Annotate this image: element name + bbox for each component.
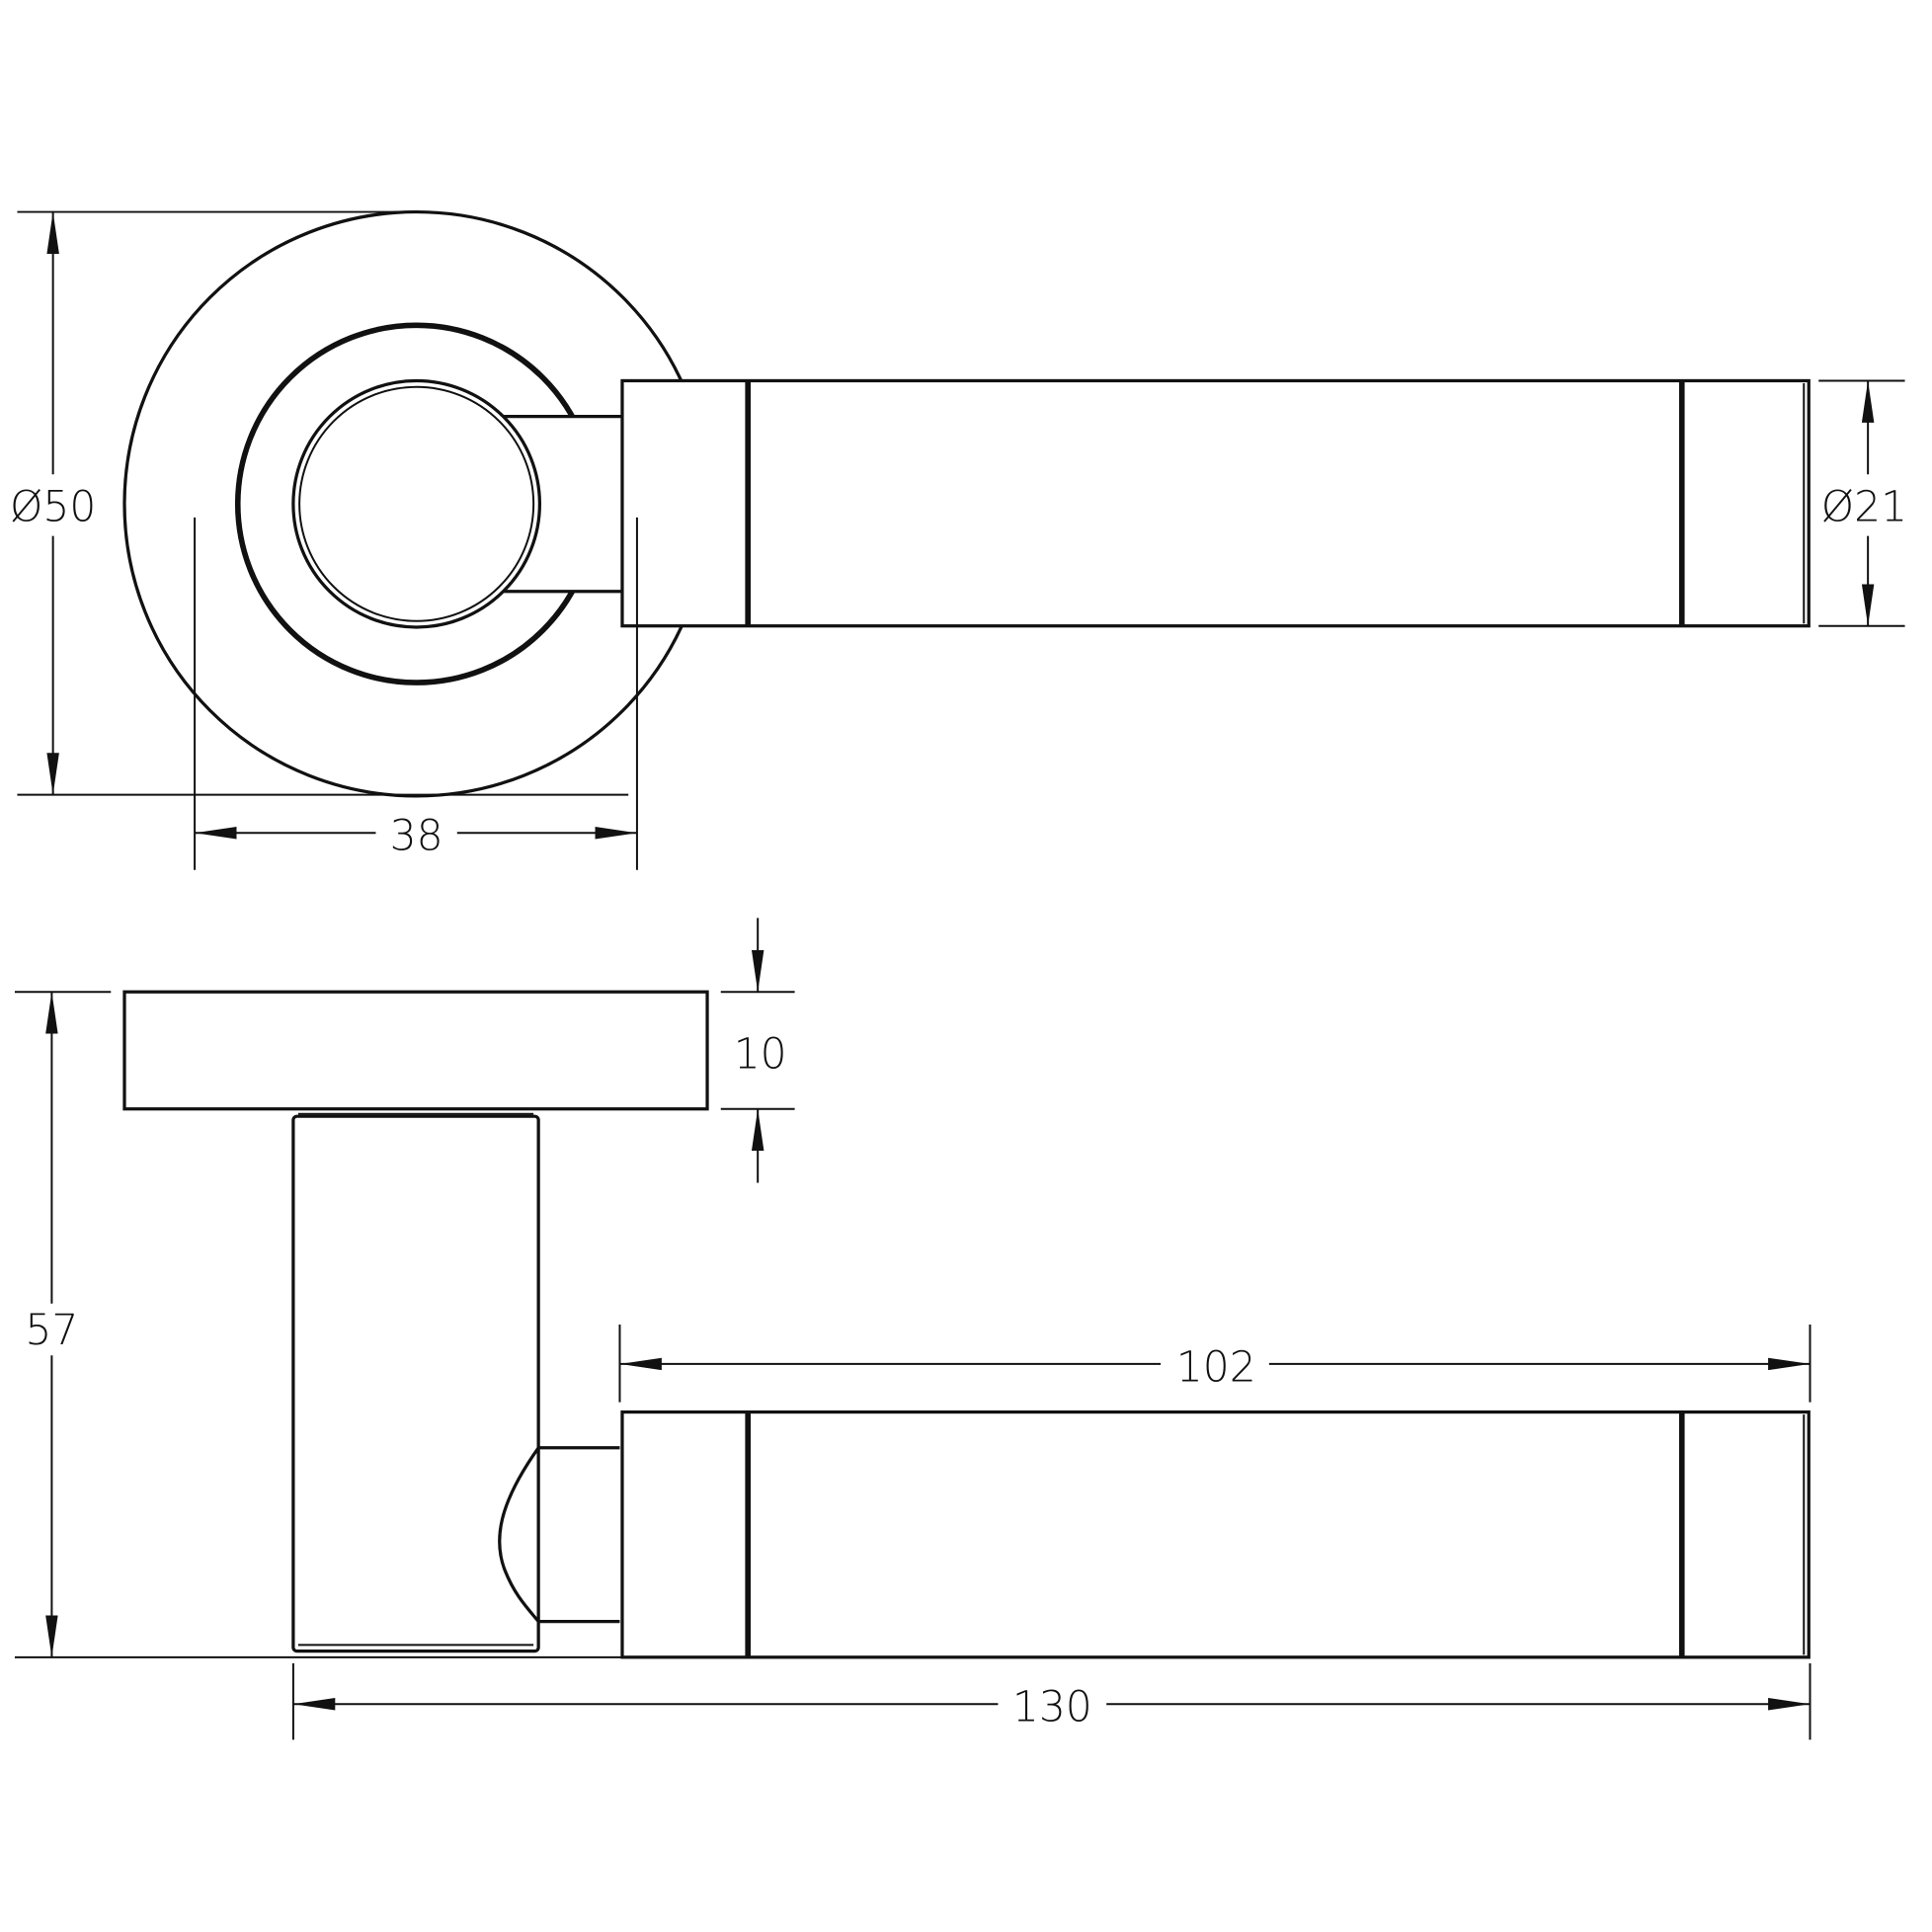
- dim-label-rose-diameter: Ø50: [10, 484, 96, 532]
- dim-label-lever-diameter: Ø21: [1821, 484, 1907, 532]
- dim-label-rose-thickness: 10: [734, 1031, 787, 1080]
- side-view: 10 57 102 130: [14, 918, 1811, 1740]
- dim-projection: 57: [14, 991, 622, 1658]
- lever-body: [620, 378, 1811, 628]
- dim-label-lever-length: 102: [1176, 1343, 1256, 1392]
- front-view: Ø50 38 Ø21: [10, 209, 1907, 870]
- dim-rose-thickness: 10: [720, 918, 795, 1183]
- lever-side-body: [620, 1409, 1811, 1659]
- dim-label-projection: 57: [25, 1307, 78, 1355]
- dim-lever-diameter: Ø21: [1818, 379, 1907, 627]
- spindle-body: [291, 1114, 540, 1653]
- dim-lever-length: 102: [618, 1325, 1811, 1403]
- dim-rose-diameter: Ø50: [10, 210, 629, 796]
- neck-side: [498, 1446, 620, 1624]
- lever-side: [620, 1409, 1811, 1659]
- rose-side: [122, 990, 709, 1111]
- dim-offset-38: 38: [194, 517, 638, 870]
- spindle-circle-inner: [298, 385, 535, 622]
- dim-label-offset: 38: [390, 813, 443, 861]
- dim-overall-length: 130: [291, 1663, 1811, 1740]
- lever-top: [620, 378, 1811, 628]
- spindle-circle-outer: [291, 378, 542, 629]
- dim-label-overall-length: 130: [1012, 1684, 1092, 1732]
